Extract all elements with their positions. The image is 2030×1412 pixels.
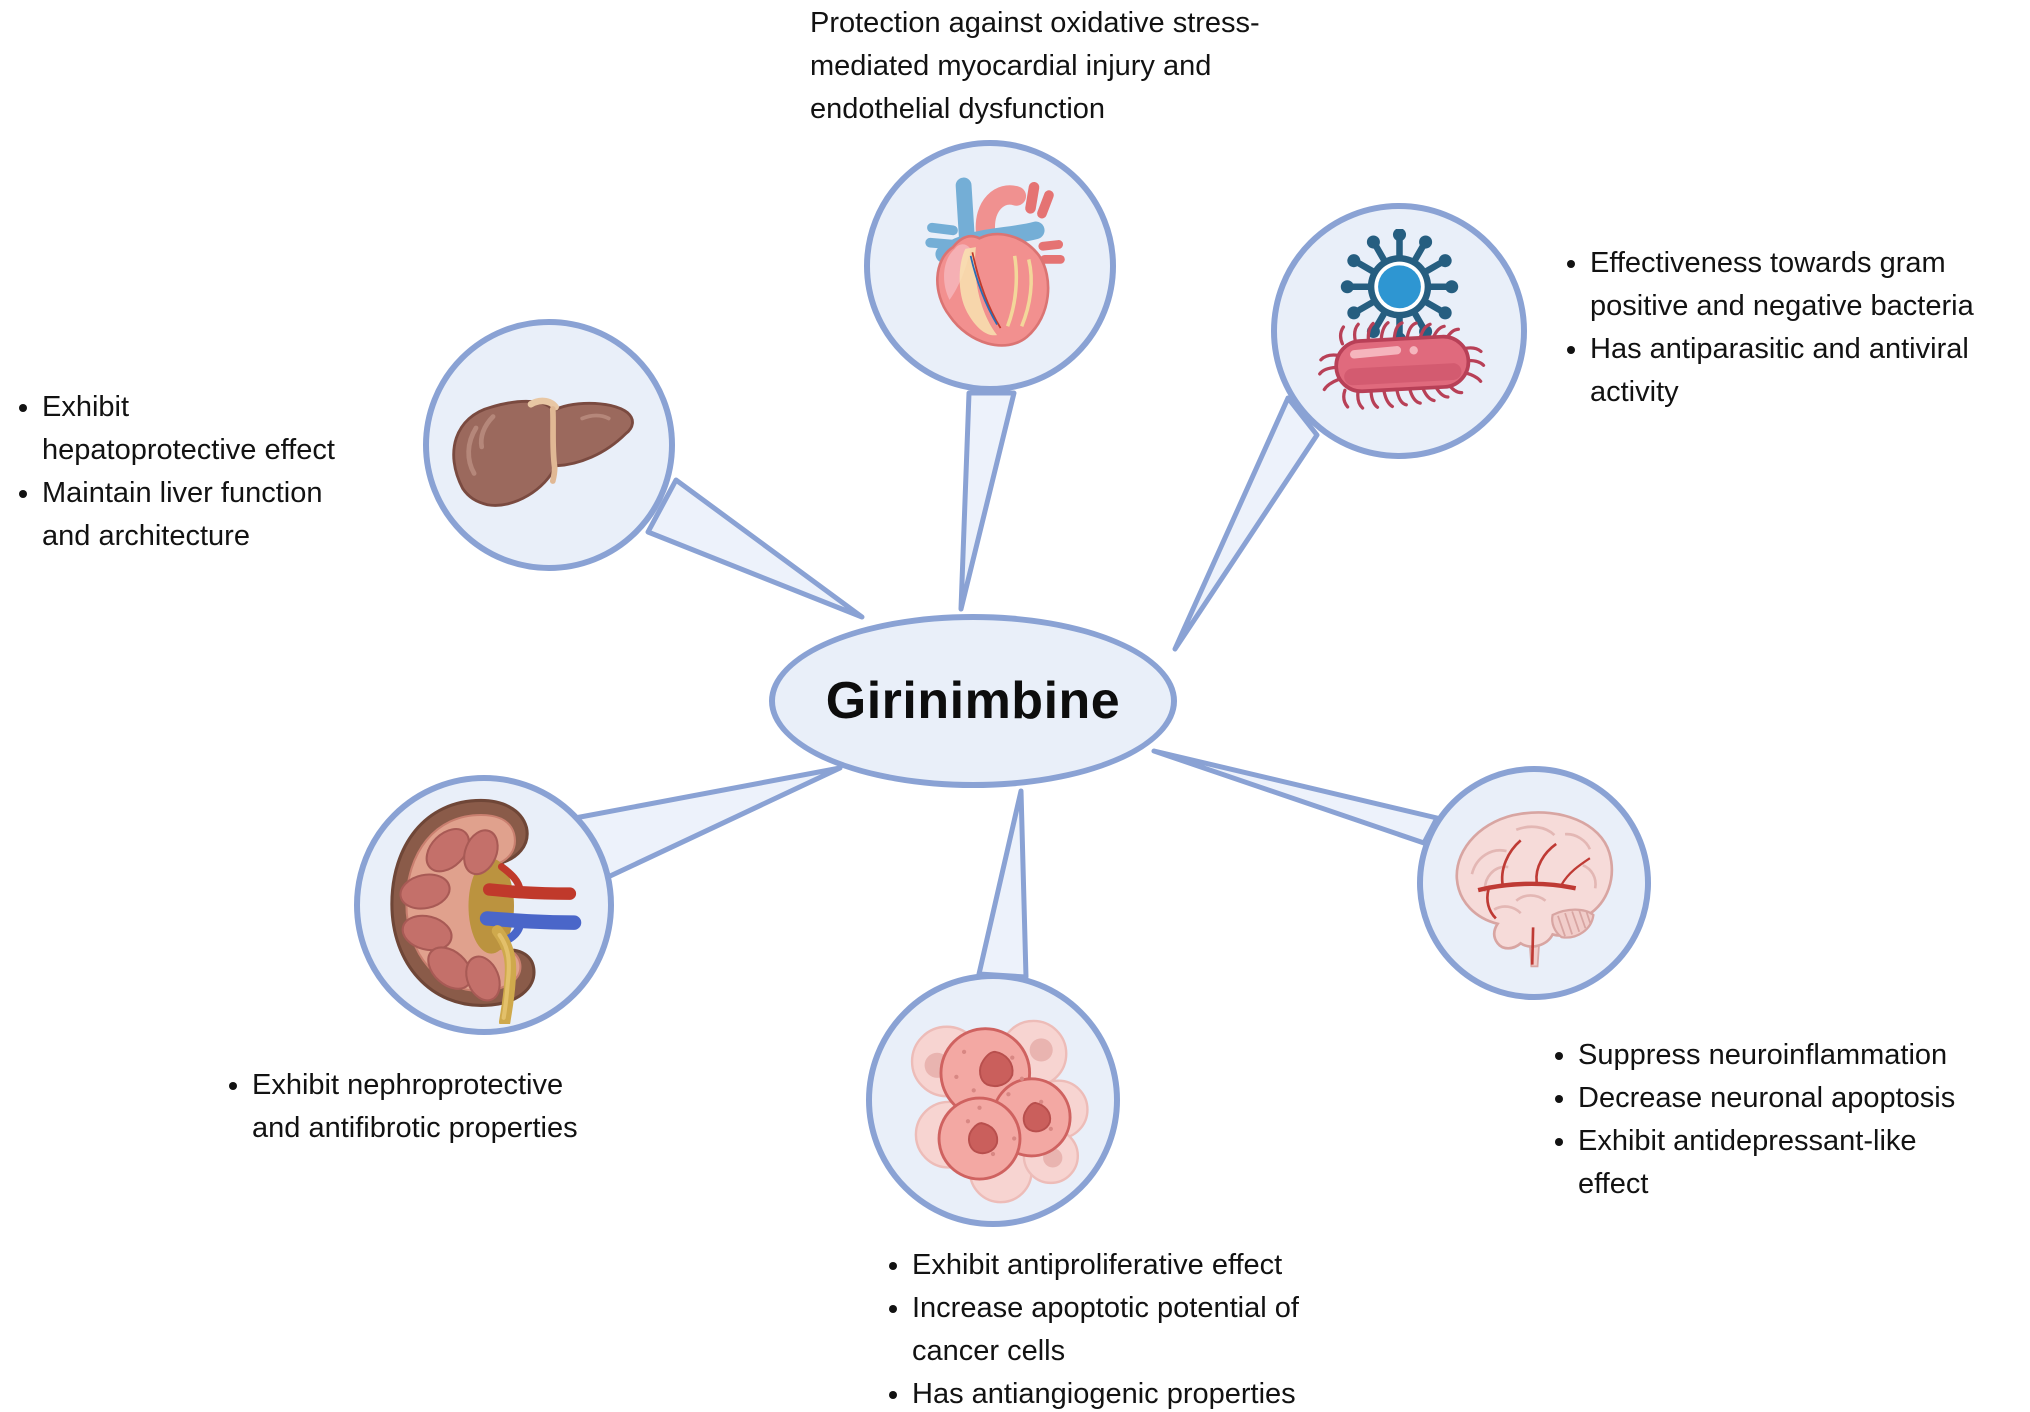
kidney-bullet-item: Exhibit nephroprotective and antifibroti… (252, 1064, 752, 1150)
cancer-circle (866, 973, 1120, 1227)
connector-brain (1151, 748, 1440, 846)
connector-liver (645, 477, 865, 620)
connector-cancer (976, 788, 1029, 980)
cancer-bullet-item: Exhibit antiproliferative effect (912, 1244, 1472, 1287)
brain-icon (1455, 811, 1614, 968)
brain-bullet-item: Exhibit antidepressant-like effect (1578, 1120, 2030, 1206)
microbe-circle (1271, 203, 1527, 459)
center-label: Girinimbine (825, 672, 1121, 730)
brain-circle (1417, 766, 1651, 1000)
connector-heart (958, 390, 1017, 612)
brain-bullet-item: Decrease neuronal apoptosis (1578, 1077, 2030, 1120)
cancer-cells-icon (910, 1019, 1089, 1204)
kidney-bullets: Exhibit nephroprotective and antifibroti… (212, 1064, 752, 1150)
liver-bullet-item: Maintain liver function and architecture (42, 472, 422, 558)
connector-kidney (572, 765, 843, 880)
brain-bullet-item: Suppress neuroinflammation (1578, 1034, 2030, 1077)
liver-circle (423, 319, 675, 571)
brain-bullets: Suppress neuroinflammation Decrease neur… (1538, 1034, 2030, 1206)
heart-circle (864, 140, 1116, 392)
kidney-icon (390, 798, 582, 1024)
cancer-bullet-item: Has antiangiogenic properties (912, 1373, 1472, 1412)
heart-caption: Protection against oxidative stress- med… (810, 7, 1260, 125)
virus-bacteria-icon (1317, 228, 1485, 410)
center-node: Girinimbine (769, 614, 1177, 788)
liver-bullet-item: Exhibit hepatoprotective effect (42, 386, 422, 472)
liver-bullets: Exhibit hepatoprotective effect Maintain… (2, 386, 422, 558)
heart-icon (925, 177, 1065, 347)
liver-icon (452, 397, 634, 507)
cancer-bullet-item: Increase apoptotic potential of cancer c… (912, 1287, 1472, 1373)
kidney-circle (354, 775, 614, 1035)
cancer-bullets: Exhibit antiproliferative effect Increas… (872, 1244, 1472, 1412)
microbe-bullet-item: Effectiveness towards gram positive and … (1590, 242, 2030, 328)
microbe-bullet-item: Has antiparasitic and antiviral activity (1590, 328, 2030, 414)
connector-microbe (1172, 395, 1320, 652)
microbe-bullets: Effectiveness towards gram positive and … (1550, 242, 2030, 414)
